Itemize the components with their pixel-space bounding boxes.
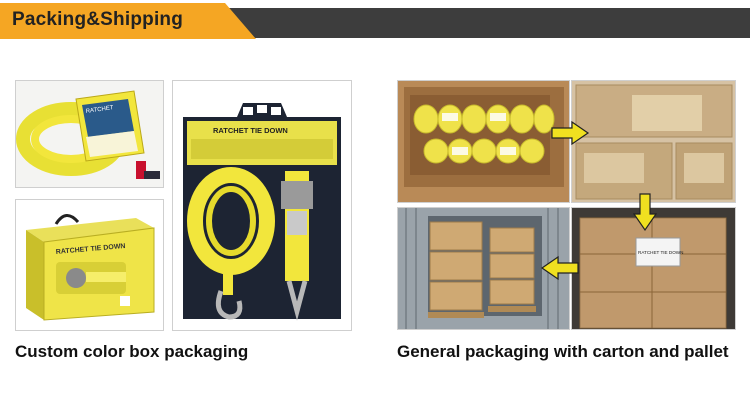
- color-box-photo-2: RATCHET TIE DOWN: [15, 199, 164, 331]
- arrow-right-icon: [551, 120, 590, 146]
- carton-open-photo: [397, 80, 570, 203]
- color-box-illustration-1: RATCHET: [16, 81, 163, 187]
- arrow-down-icon: [632, 193, 658, 232]
- box1-label: RATCHET: [85, 105, 114, 115]
- container-loading-illustration: [398, 208, 569, 329]
- carton-open-illustration: [398, 81, 569, 202]
- caption-color-box: Custom color box packaging: [15, 342, 249, 361]
- container-loading-photo: [397, 207, 570, 330]
- hanging-card-photo: RATCHET TIE DOWN: [172, 80, 352, 331]
- arrow-left-icon: [540, 255, 579, 281]
- color-box-illustration-2: RATCHET TIE DOWN: [16, 200, 163, 330]
- page-title: Packing&Shipping: [12, 9, 184, 30]
- color-box-photo-1: RATCHET: [15, 80, 164, 188]
- pallet-photo: RATCHET TIE DOWN: [571, 207, 736, 330]
- sealed-cartons-photo: [571, 80, 736, 203]
- header-tab: [0, 3, 256, 39]
- pallet-illustration: RATCHET TIE DOWN: [572, 208, 735, 329]
- card-label: RATCHET TIE DOWN: [213, 126, 288, 135]
- sealed-cartons-illustration: [572, 81, 735, 202]
- hanging-card-illustration: RATCHET TIE DOWN: [173, 81, 351, 330]
- caption-carton-pallet: General packaging with carton and pallet: [397, 342, 729, 361]
- carton-label: RATCHET TIE DOWN: [638, 250, 683, 255]
